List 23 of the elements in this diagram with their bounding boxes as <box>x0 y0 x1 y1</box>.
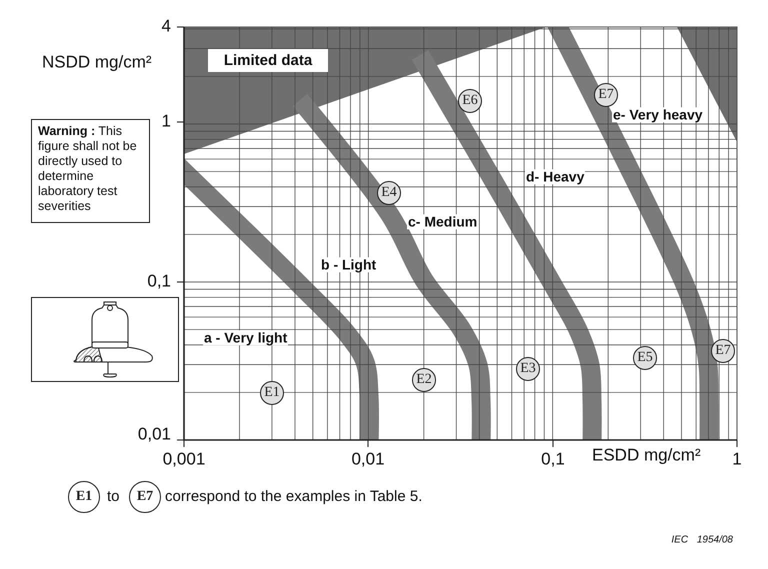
axis-label: ESDD mg/cm² <box>592 446 701 466</box>
axis-label: 0,1 <box>147 272 171 292</box>
axis-label: 0,1 <box>541 450 565 470</box>
warning-note: Warning : This figure shall not be directly used to determine laboratory test severities <box>31 119 150 223</box>
zone-label: c- Medium <box>407 214 478 230</box>
zone-label: b - Light <box>320 257 378 273</box>
region-label: Limited data <box>208 49 328 72</box>
example-marker: E7 <box>129 481 161 513</box>
zone-label: a - Very light <box>203 330 288 346</box>
caption-text: to <box>107 488 120 506</box>
zone-label: d- Heavy <box>525 169 586 185</box>
insulator-drawing <box>31 297 179 382</box>
axis-label: 0,01 <box>138 426 171 444</box>
example-marker: E1 <box>68 481 100 513</box>
caption-text: correspond to the examples in Table 5. <box>165 488 422 506</box>
axis-label: 1 <box>732 450 742 470</box>
axis-label: 1 <box>162 112 171 132</box>
axis-label: 0,001 <box>162 450 206 470</box>
axis-label: 4 <box>162 18 171 36</box>
axis-label: 0,01 <box>351 450 385 470</box>
axis-label: NSDD mg/cm² <box>42 54 152 72</box>
zone-label: e- Very heavy <box>612 107 704 123</box>
figure-reference: IEC 1954/08 <box>671 534 733 546</box>
